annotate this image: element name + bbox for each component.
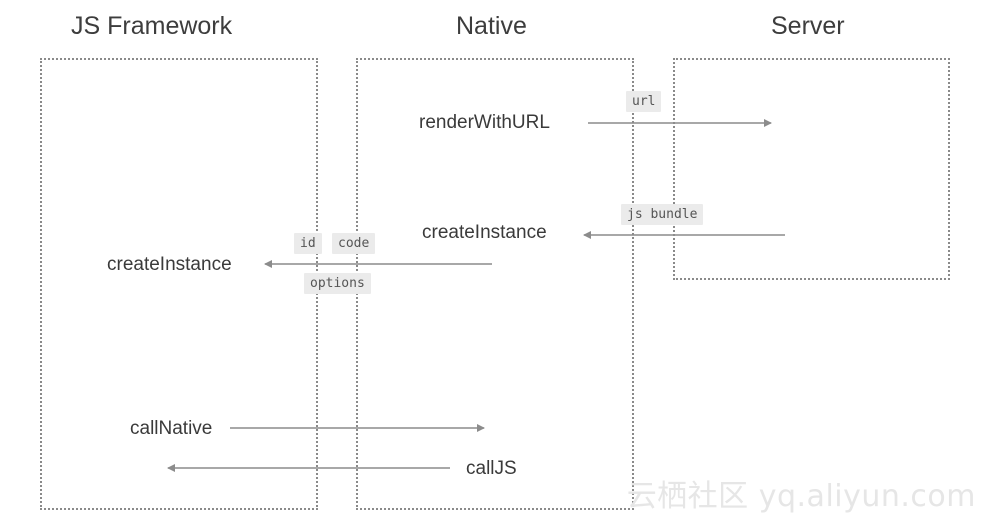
server-title: Server [771, 12, 845, 40]
call-native-label: callNative [130, 418, 213, 439]
url-tag: url [626, 91, 662, 112]
create-instance-js-label: createInstance [107, 254, 232, 275]
create-instance-native-label: createInstance [422, 222, 547, 243]
id-tag: id [294, 233, 322, 254]
call-js-label: callJS [466, 458, 517, 479]
js-framework-title: JS Framework [71, 12, 233, 40]
code-tag: code [332, 233, 376, 254]
options-tag: options [304, 273, 371, 294]
server-box [673, 58, 950, 280]
watermark: 云栖社区 yq.aliyun.com [626, 479, 976, 514]
render-with-url-label: renderWithURL [419, 112, 550, 133]
native-title: Native [456, 12, 527, 40]
js-bundle-tag: js bundle [621, 204, 704, 225]
